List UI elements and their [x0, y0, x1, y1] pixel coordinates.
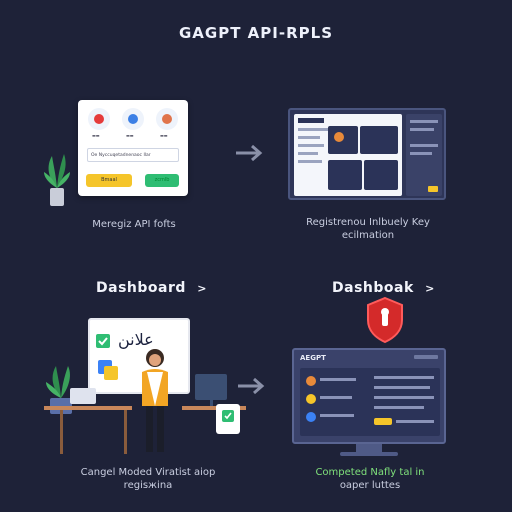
panel4-caption-2: oaper luttes	[339, 480, 401, 491]
avatar-user[interactable]	[122, 108, 144, 130]
monitor-title: AEGPT	[300, 354, 326, 362]
monitor	[195, 374, 227, 400]
dashboard-screen	[288, 108, 446, 200]
shield-icon	[367, 296, 403, 344]
plant-icon	[44, 154, 70, 206]
avatar-icon	[306, 394, 316, 404]
confirm-chip[interactable]	[428, 186, 438, 192]
panel1-caption: Meregiz API fofts	[92, 219, 176, 230]
dashboard-monitor: AEGPT	[292, 348, 446, 444]
desk-left	[44, 406, 132, 410]
stats-tile[interactable]	[360, 126, 398, 154]
whiteboard-text: علانن	[118, 330, 154, 349]
avatar-icon	[306, 376, 316, 386]
panel4-caption-1: Competed Nafly tal in	[315, 467, 425, 478]
arrow-right-icon	[236, 144, 263, 162]
api-key-field[interactable]: Oe Nyccuqetadnenaoc Ilar	[87, 148, 179, 162]
panel4-heading-text: Dashboak	[332, 280, 414, 296]
panel4-heading-arrow: >	[425, 282, 435, 295]
dashboard-sidebar	[406, 114, 442, 196]
action-button[interactable]	[374, 418, 392, 425]
avatar-person[interactable]	[156, 108, 178, 130]
panel3-heading-arrow: >	[197, 282, 207, 295]
avatar-heart[interactable]	[88, 108, 110, 130]
dashboard-main	[294, 114, 402, 196]
check-icon	[96, 334, 110, 348]
avatar-label-2: ▬▬	[126, 133, 134, 138]
page-title: GAGPT API-RPLS	[179, 24, 333, 42]
panel3-heading-text: Dashboard	[96, 280, 186, 296]
arrow-right-icon	[238, 377, 265, 395]
panel3-caption-1: Cangel Moded Viratist aiop	[80, 467, 216, 478]
monitor-base	[340, 452, 398, 456]
panel3-caption-2: regisжina	[123, 480, 173, 491]
avatar-icon	[306, 412, 316, 422]
avatar-label-3: ▬▬	[160, 133, 168, 138]
panel4-heading: Dashboak >	[332, 280, 435, 296]
whiteboard: علانن	[88, 318, 190, 394]
panel2-caption-1: Registrenou Inlbuely Key	[306, 217, 430, 228]
user-icon	[142, 349, 168, 452]
monitor-stand	[356, 444, 382, 452]
dashboard-logo	[298, 118, 324, 123]
desk-right	[182, 406, 246, 410]
panel3-heading: Dashboard >	[96, 280, 207, 296]
panel2-caption-2: ecilmation	[341, 230, 395, 241]
check-icon	[222, 410, 234, 422]
submit-button[interactable]: Bmaal	[86, 174, 132, 187]
monitor-screen	[300, 368, 440, 436]
login-card: ▬▬ ▬▬ ▬▬ Oe Nyccuqetadnenaoc Ilar Bmaal …	[78, 100, 188, 196]
continue-button[interactable]: zcmlb	[145, 174, 179, 187]
laptop	[70, 388, 96, 404]
avatar-label-1: ▬▬	[92, 133, 100, 138]
